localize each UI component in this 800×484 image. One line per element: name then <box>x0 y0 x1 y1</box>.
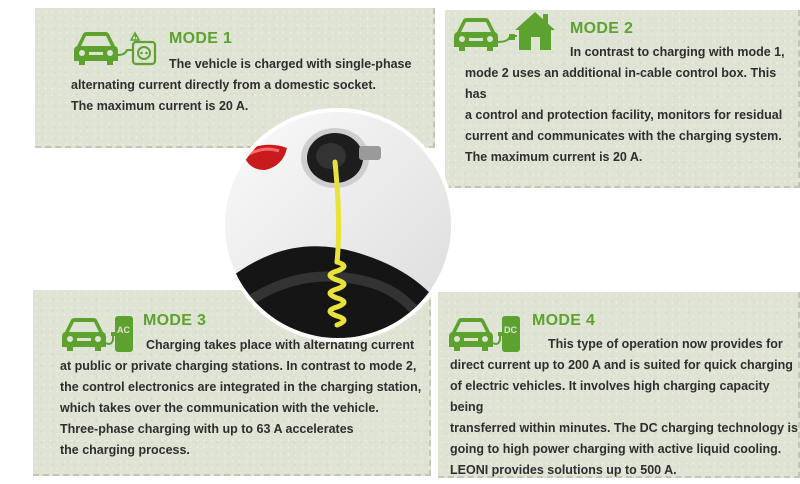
mode-2-card: MODE 2 In contrast to charging with mode… <box>445 10 800 188</box>
mode-1-card: ! MODE 1 The vehicle is charged with sin… <box>35 8 435 148</box>
mode-1-description: The vehicle is charged with single-phase… <box>71 57 412 113</box>
mode-3-title: MODE 3 <box>143 312 207 329</box>
mode-4-title: MODE 4 <box>532 312 596 329</box>
mode-2-description: In contrast to charging with mode 1, mod… <box>465 45 785 164</box>
car-dc-station-icon <box>449 316 520 352</box>
mode-1-title: MODE 1 <box>169 30 233 47</box>
charging-photo <box>225 112 451 338</box>
ac-label: AC <box>117 325 130 335</box>
car-socket-icon: ! <box>74 31 157 66</box>
svg-text:!: ! <box>134 35 137 42</box>
dc-label: DC <box>504 325 517 335</box>
car-house-icon <box>454 12 555 51</box>
car-ac-station-icon <box>62 316 133 352</box>
mode-3-description: Charging takes place with alternating cu… <box>60 338 422 457</box>
mode-4-description: This type of operation now provides for … <box>450 337 798 477</box>
charging-port-illustration <box>225 112 451 338</box>
mode-4-card: DC MODE 4 This type of operation now pro… <box>438 292 800 478</box>
mode-2-title: MODE 2 <box>570 20 634 37</box>
